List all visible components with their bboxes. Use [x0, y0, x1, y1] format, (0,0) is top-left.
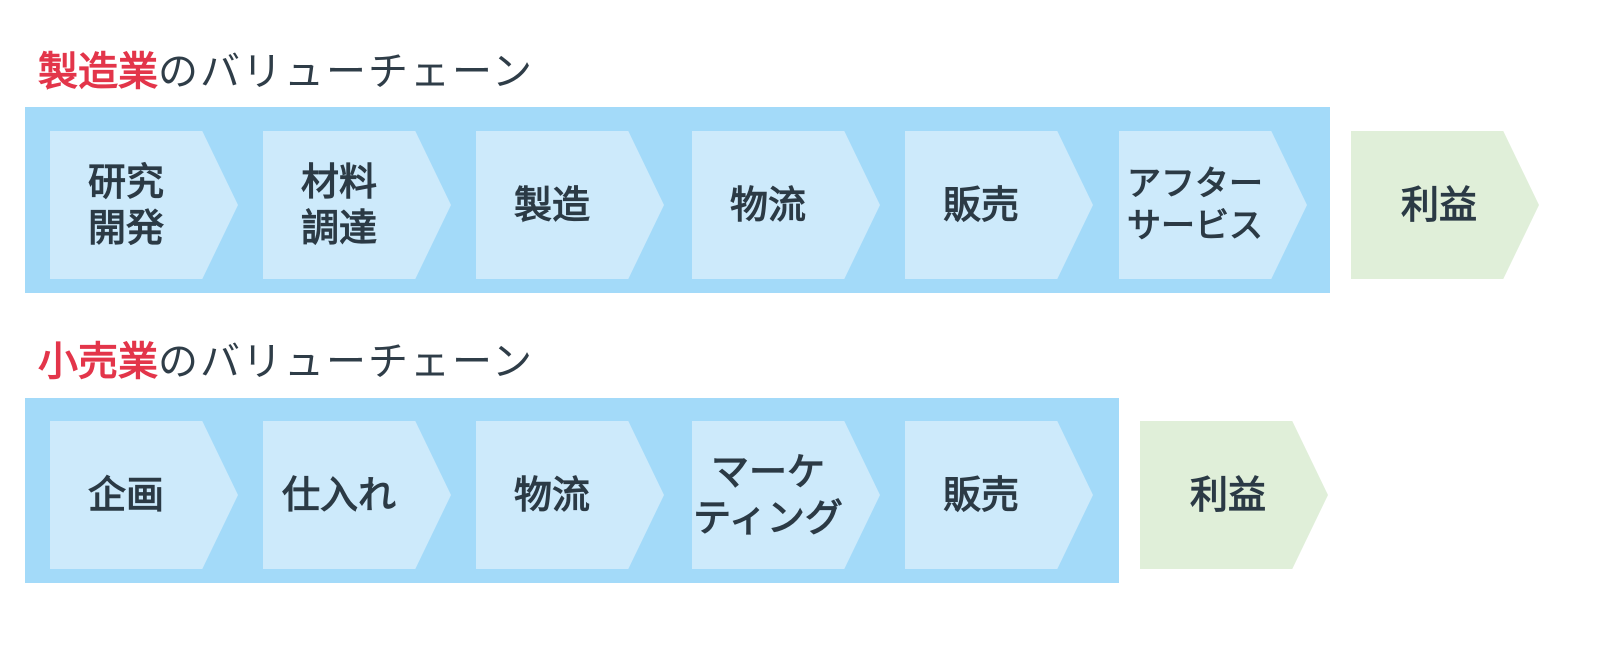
- manufacturing-profit-label: 利益: [1400, 183, 1477, 227]
- retail-step-label: 企画: [87, 473, 164, 517]
- retail-step-label: 販売: [942, 473, 1019, 517]
- manufacturing-step-label: 販売: [942, 183, 1019, 227]
- manufacturing-step-after-service: アフター サービス: [1119, 131, 1307, 279]
- retail-step-sales: 販売: [905, 421, 1093, 569]
- manufacturing-step-label: アフター サービス: [1127, 164, 1263, 246]
- manufacturing-chain-band: [25, 107, 1330, 293]
- manufacturing-step-rnd: 研究 開発: [50, 131, 238, 279]
- manufacturing-title: 製造業のバリューチェーン: [38, 48, 534, 96]
- retail-step-marketing: マーケ ティング: [692, 421, 880, 569]
- manufacturing-title-accent: 製造業: [38, 49, 158, 95]
- retail-step-label: 物流: [513, 473, 590, 517]
- retail-step-label: マーケ ティング: [693, 450, 843, 540]
- retail-step-planning: 企画: [50, 421, 238, 569]
- retail-profit: 利益: [1140, 421, 1328, 569]
- manufacturing-step-label: 研究 開発: [87, 160, 164, 250]
- retail-step-label: 仕入れ: [281, 473, 396, 517]
- retail-profit-label: 利益: [1189, 473, 1266, 517]
- manufacturing-step-production: 製造: [476, 131, 664, 279]
- manufacturing-step-procurement: 材料 調達: [263, 131, 451, 279]
- retail-step-logistics: 物流: [476, 421, 664, 569]
- retail-step-purchasing: 仕入れ: [263, 421, 451, 569]
- manufacturing-step-logistics: 物流: [692, 131, 880, 279]
- manufacturing-profit: 利益: [1351, 131, 1539, 279]
- manufacturing-step-label: 製造: [513, 183, 590, 227]
- manufacturing-step-label: 物流: [729, 183, 806, 227]
- retail-title-accent: 小売業: [38, 339, 158, 385]
- manufacturing-step-sales: 販売: [905, 131, 1093, 279]
- manufacturing-step-label: 材料 調達: [300, 160, 377, 250]
- manufacturing-title-rest: のバリューチェーン: [158, 49, 534, 95]
- retail-title: 小売業のバリューチェーン: [38, 338, 534, 386]
- retail-title-rest: のバリューチェーン: [158, 339, 534, 385]
